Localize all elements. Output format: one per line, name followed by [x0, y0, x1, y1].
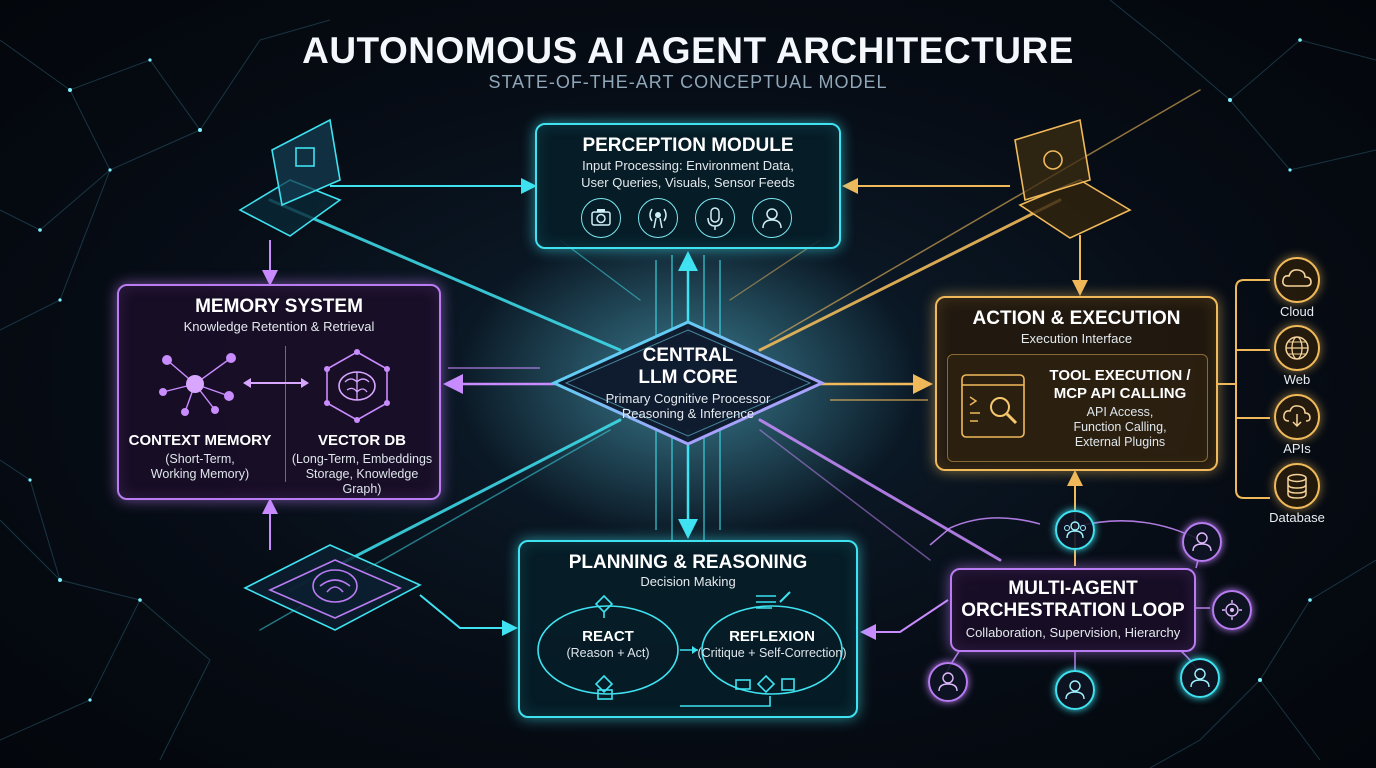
action-title: ACTION & EXECUTION	[972, 308, 1181, 329]
tool-execution-line-2: Function Calling,	[1073, 420, 1167, 434]
apis-service-icon	[1274, 394, 1320, 440]
camera-icon	[581, 198, 621, 238]
context-memory-line-1: (Short-Term,	[165, 452, 235, 466]
agent-node-bottom-right	[1180, 658, 1220, 698]
page-subtitle: STATE-OF-THE-ART CONCEPTUAL MODEL	[488, 72, 888, 92]
code-search-icon	[961, 374, 1025, 438]
multi-agent-title-1: MULTI-AGENT	[1008, 578, 1138, 599]
tool-execution-title-2: MCP API CALLING	[1053, 385, 1187, 402]
agent-node-bottom-left	[928, 662, 968, 702]
perception-line-1: Input Processing: Environment Data,	[582, 158, 794, 173]
apis-label: APIs	[1283, 441, 1311, 456]
tool-execution-panel: TOOL EXECUTION / MCP API CALLING API Acc…	[947, 354, 1208, 462]
core-title-2: LLM CORE	[638, 367, 738, 388]
multi-agent-title-2: ORCHESTRATION LOOP	[961, 600, 1185, 621]
database-service-icon	[1274, 463, 1320, 509]
tool-execution-line-1: API Access,	[1086, 405, 1154, 419]
memory-subtitle: Knowledge Retention & Retrieval	[183, 319, 375, 334]
agent-node-top-right	[1182, 522, 1222, 562]
network-graph-icon	[159, 353, 236, 416]
core-title-1: CENTRAL	[642, 345, 734, 366]
agent-node-top	[1055, 510, 1095, 550]
core-diamond	[550, 320, 826, 446]
web-service-icon	[1274, 325, 1320, 371]
perception-title: PERCEPTION MODULE	[582, 135, 794, 156]
planning-loops	[537, 591, 843, 707]
vector-db-line-2: Storage, Knowledge Graph)	[305, 467, 419, 496]
core-line-1: Primary Cognitive Processor	[605, 391, 771, 406]
multi-agent-subtitle: Collaboration, Supervision, Hierarchy	[965, 625, 1181, 640]
planning-subtitle: Decision Making	[640, 574, 736, 589]
background-stars	[28, 38, 1312, 702]
reflexion-title: REFLEXION	[729, 628, 815, 645]
left-input-device	[238, 118, 342, 237]
memory-system-box: MEMORY SYSTEM Knowledge Retention & Retr…	[117, 284, 441, 500]
broadcast-icon	[638, 198, 678, 238]
brain-device	[243, 544, 422, 631]
web-label: Web	[1283, 372, 1311, 387]
context-memory-title: CONTEXT MEMORY	[128, 432, 272, 449]
agent-node-right	[1212, 590, 1252, 630]
cloud-label: Cloud	[1280, 304, 1314, 319]
user-icon	[752, 198, 792, 238]
right-input-device	[1014, 118, 1132, 239]
planning-reasoning-box: PLANNING & REASONING Decision Making REA…	[518, 540, 858, 718]
perception-line-2: User Queries, Visuals, Sensor Feeds	[581, 175, 795, 190]
memory-title: MEMORY SYSTEM	[195, 296, 363, 317]
page-title: AUTONOMOUS AI AGENT ARCHITECTURE	[302, 30, 1074, 71]
action-subtitle: Execution Interface	[1020, 331, 1133, 346]
multi-agent-box: MULTI-AGENT ORCHESTRATION LOOP Collabora…	[950, 568, 1196, 652]
tool-execution-line-3: External Plugins	[1074, 435, 1166, 449]
planning-title: PLANNING & REASONING	[568, 552, 808, 573]
memory-divider	[285, 346, 286, 482]
bus-lines	[655, 255, 721, 540]
react-subtitle: (Reason + Act)	[566, 646, 650, 660]
vector-db-line-1: (Long-Term, Embeddings	[291, 452, 433, 466]
vector-db-title: VECTOR DB	[317, 432, 407, 449]
perception-module-box: PERCEPTION MODULE Input Processing: Envi…	[535, 123, 841, 249]
cloud-service-icon	[1274, 257, 1320, 303]
double-arrow-icon	[243, 378, 309, 388]
tool-execution-title-1: TOOL EXECUTION /	[1049, 367, 1191, 384]
microphone-icon	[695, 198, 735, 238]
services-bracket	[1218, 279, 1270, 499]
core-line-2: Reasoning & Inference	[621, 406, 755, 421]
action-execution-box: ACTION & EXECUTION Execution Interface T…	[935, 296, 1218, 471]
context-memory-line-2: Working Memory)	[150, 467, 250, 481]
agent-node-bottom	[1055, 670, 1095, 710]
brain-hexagon-icon	[324, 349, 390, 423]
react-title: REACT	[582, 628, 634, 645]
database-label: Database	[1269, 510, 1325, 525]
reflexion-subtitle: (Critique + Self-Correction)	[697, 646, 847, 660]
